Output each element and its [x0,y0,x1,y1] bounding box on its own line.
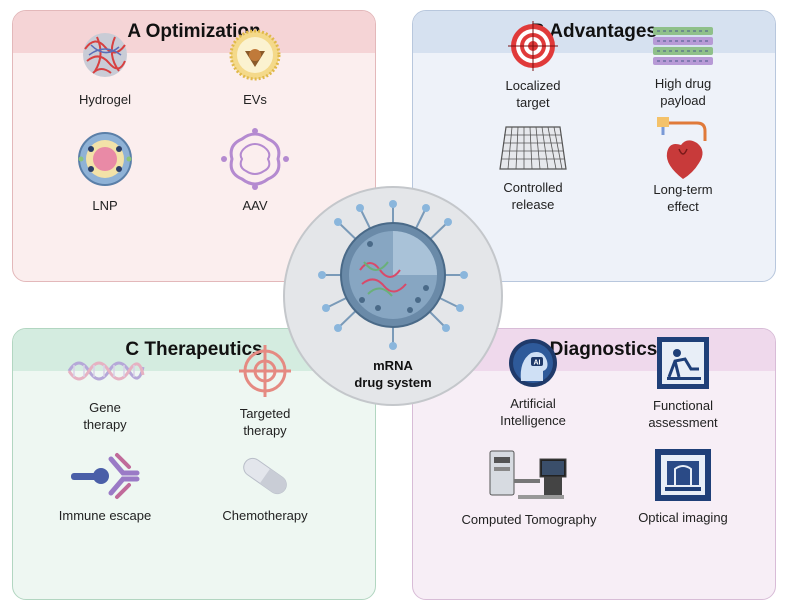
capsule-icon [243,457,287,495]
item-label: Long-term effect [613,181,753,215]
label-line: Long-term [653,182,713,197]
panel-title: A Optimization [13,11,375,53]
payload-icon [653,27,713,65]
label-line: Gene [89,400,121,415]
target-icon [508,21,558,71]
panel-title: B Advantages [413,11,775,53]
item-label: Chemotherapy [222,508,308,523]
label-line: payload [660,93,706,108]
center-label: mRNA drug system [333,357,453,391]
item-label: AAV [242,198,268,213]
item-label: EVs [243,92,267,107]
antibody-icon [71,453,140,499]
item-label: Hydrogel [78,92,132,107]
label-line: Artificial [510,396,556,411]
ev-icon [229,29,281,81]
mesh-icon [499,126,567,170]
item-label: Gene therapy [35,399,175,433]
item-label: Artificial Intelligence [463,395,603,429]
item-computed-tomography: Computed Tomography [459,441,599,528]
center-label-line1: mRNA [373,358,413,373]
item-localized-target: Localized target [463,21,603,111]
ct-scanner-icon [489,450,567,499]
ai-head-icon: AI [509,339,557,387]
mrna-particle-icon [318,200,468,350]
hydrogel-icon [83,33,127,77]
item-evs: EVs [185,25,325,108]
item-chemotherapy: Chemotherapy [195,451,335,524]
lnp-icon [78,132,132,186]
item-label: Optical imaging [638,510,728,525]
item-controlled-release: Controlled release [463,123,603,213]
center-label-line2: drug system [354,375,432,390]
dna-icon [67,361,145,381]
crosshair-icon [239,345,291,397]
item-functional-assessment: Functional assessment [613,335,753,431]
svg-text:AI: AI [534,360,541,367]
label-line: High drug [654,76,712,91]
item-label: Immune escape [58,508,152,523]
functional-icon [657,337,709,389]
label-line: target [516,95,550,110]
item-label: Controlled release [463,179,603,213]
item-artificial-intelligence: AI Artificial Intelligence [463,337,603,429]
item-hydrogel: Hydrogel [35,25,175,108]
item-immune-escape: Immune escape [35,451,175,524]
panel-optimization: A Optimization Hydrogel EVs LNP [12,10,376,282]
optical-imaging-icon [655,449,711,501]
item-aav: AAV [185,127,325,214]
item-gene-therapy: Gene therapy [35,349,175,433]
item-lnp: LNP [35,127,175,214]
item-label: Computed Tomography [461,512,597,527]
label-line: Targeted [239,406,291,421]
item-optical-imaging: Optical imaging [613,447,753,526]
label-line: Functional [653,398,713,413]
item-label: Localized target [463,77,603,111]
item-label: Targeted therapy [195,405,335,439]
item-high-drug-payload: High drug payload [613,25,753,109]
item-label: LNP [92,198,118,213]
label-line: assessment [648,415,718,430]
label-line: Intelligence [500,413,566,428]
label-line: effect [667,199,699,214]
item-label: Functional assessment [613,397,753,431]
heart-icon [657,117,707,179]
aav-icon [221,128,289,190]
label-line: Controlled [503,180,563,195]
label-line: Localized [505,78,561,93]
item-targeted-therapy: Targeted therapy [195,343,335,439]
label-line: therapy [243,423,287,438]
item-label: High drug payload [613,75,753,109]
item-long-term-effect: Long-term effect [613,115,753,215]
label-line: therapy [83,417,127,432]
label-line: release [511,197,555,212]
